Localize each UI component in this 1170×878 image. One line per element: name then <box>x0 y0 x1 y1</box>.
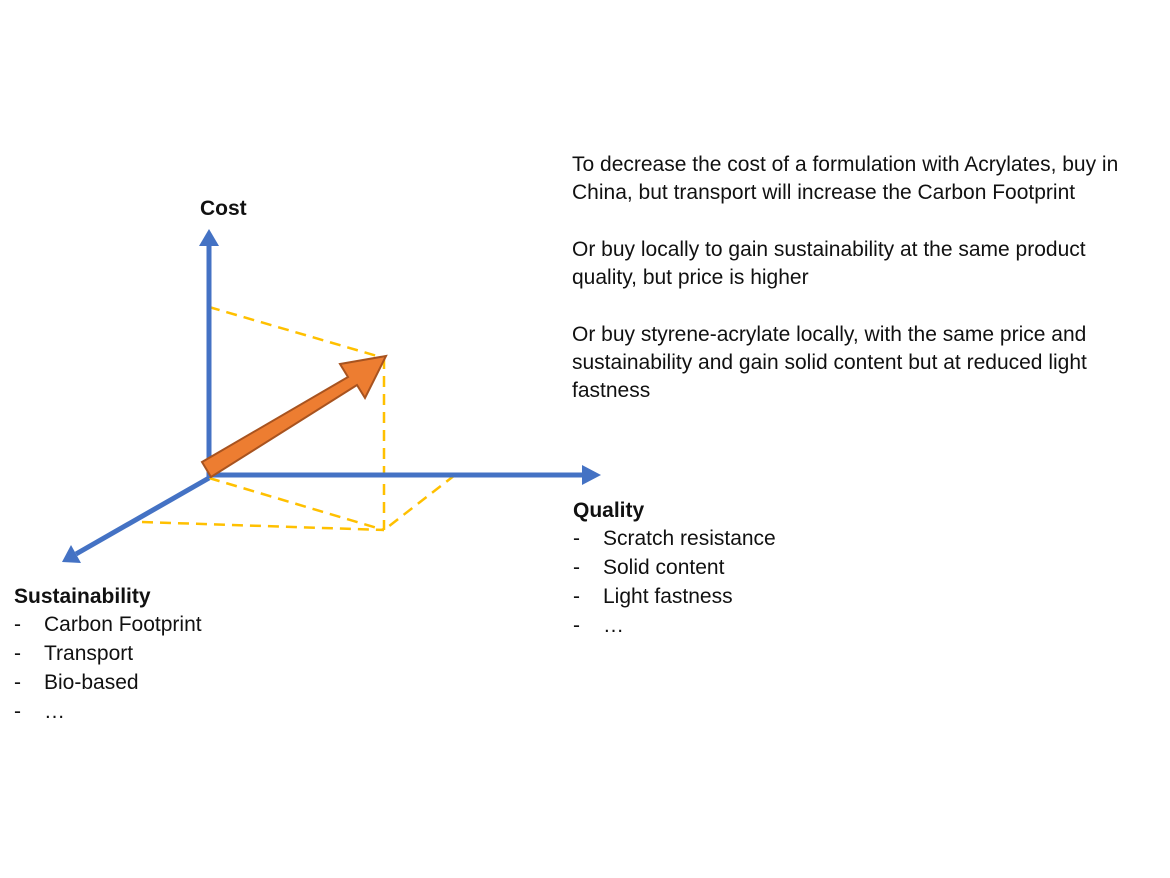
list-item-label: Carbon Footprint <box>44 613 202 636</box>
list-item-label: … <box>44 700 65 723</box>
quality-arrowhead <box>582 465 601 485</box>
axes <box>74 244 582 557</box>
bullet-dash: - <box>573 585 580 608</box>
sustainability-item-list: -Carbon Footprint -Transport -Bio-based … <box>14 610 202 726</box>
projection-origin-to-floor <box>208 476 385 532</box>
sustainability-arrowhead <box>62 545 81 563</box>
list-item-label: Scratch resistance <box>603 527 776 550</box>
list-item: -… <box>573 611 776 640</box>
axis-arrowheads <box>62 229 601 563</box>
bullet-dash: - <box>14 613 21 636</box>
list-item: -Bio-based <box>14 668 202 697</box>
cost-arrowhead <box>199 229 219 246</box>
sustainability-axis <box>74 475 211 557</box>
projection-sustainability-to-floor <box>141 520 385 532</box>
list-item: -Carbon Footprint <box>14 610 202 639</box>
bullet-dash: - <box>573 556 580 579</box>
list-item-label: … <box>603 614 624 637</box>
list-item-label: Transport <box>44 642 134 665</box>
list-item: -… <box>14 697 202 726</box>
list-item-label: Light fastness <box>603 585 733 608</box>
list-item: -Light fastness <box>573 582 776 611</box>
note-paragraph: Or buy locally to gain sustainability at… <box>572 238 1086 289</box>
projection-cost-to-tip <box>208 305 385 360</box>
bullet-dash: - <box>573 614 580 637</box>
sustainability-axis-label: Sustainability <box>14 585 151 608</box>
list-item: -Scratch resistance <box>573 524 776 553</box>
projection-lines <box>141 305 456 532</box>
bullet-dash: - <box>14 642 21 665</box>
list-item: -Solid content <box>573 553 776 582</box>
result-vector-arrow <box>200 354 388 479</box>
cost-axis-label: Cost <box>200 197 247 220</box>
bullet-dash: - <box>14 700 21 723</box>
note-paragraph: To decrease the cost of a formulation wi… <box>572 153 1119 204</box>
quality-axis-label: Quality <box>573 499 645 522</box>
list-item: -Transport <box>14 639 202 668</box>
list-item-label: Bio-based <box>44 671 139 694</box>
explanation-notes: To decrease the cost of a formulation wi… <box>572 151 1152 434</box>
projection-quality-to-floor <box>383 474 456 531</box>
bullet-dash: - <box>14 671 21 694</box>
list-item-label: Solid content <box>603 556 725 579</box>
bullet-dash: - <box>573 527 580 550</box>
quality-item-list: -Scratch resistance -Solid content -Ligh… <box>573 524 776 640</box>
note-paragraph: Or buy styrene-acrylate locally, with th… <box>572 323 1087 402</box>
